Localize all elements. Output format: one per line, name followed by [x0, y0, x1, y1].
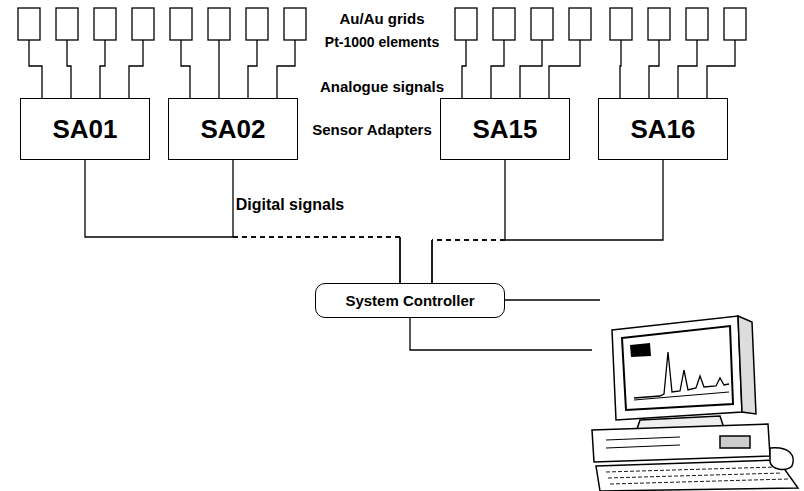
sensor-element	[724, 8, 746, 40]
analogue-wire	[248, 40, 257, 98]
analogue-wire	[100, 40, 105, 98]
sensor-element	[610, 8, 632, 40]
analogue-wire	[218, 40, 219, 98]
sensor-element	[648, 8, 670, 40]
sensor-label: Pt-1000 elements	[323, 34, 441, 50]
digital-line	[505, 160, 663, 240]
digital-line	[431, 240, 432, 283]
analogue-wire	[707, 40, 735, 98]
sensor-adapter-box: SA15	[440, 98, 570, 160]
sensor-element	[284, 8, 306, 40]
analogue-wire	[67, 40, 71, 98]
signal-label: Digital signals	[234, 196, 346, 214]
sensor-element	[686, 8, 708, 40]
sensor-element	[569, 8, 591, 40]
analogue-wire	[491, 40, 504, 98]
sensor-element	[132, 8, 154, 40]
controller-wire	[410, 318, 592, 350]
bus-connector	[233, 160, 400, 283]
analogue-wire	[549, 40, 580, 98]
analogue-wire	[277, 40, 295, 98]
sensor-adapter-box: SA01	[20, 98, 150, 160]
bus-connector	[85, 160, 400, 283]
sensor-element	[531, 8, 553, 40]
sensor-elements	[18, 8, 746, 98]
controller-wire	[505, 299, 600, 300]
digital-line	[233, 236, 400, 237]
digital-line	[432, 239, 505, 240]
sensor-element	[170, 8, 192, 40]
controller-box: System Controller	[315, 283, 505, 318]
analogue-wire	[520, 40, 542, 98]
analogue-wire	[29, 40, 42, 98]
sensor-element	[493, 8, 515, 40]
sensor-element	[455, 8, 477, 40]
analogue-wire	[678, 40, 697, 98]
sensor-element	[246, 8, 268, 40]
sensor-adapter-box: SA02	[168, 98, 298, 160]
node-text: SA01	[52, 114, 117, 145]
sensor-label: Au/Au grids	[338, 10, 427, 27]
digital-line	[233, 236, 400, 237]
bus-connector	[432, 160, 505, 283]
analogue-wire	[129, 40, 143, 98]
sensor-element	[56, 8, 78, 40]
node-text: SA15	[472, 114, 537, 145]
sensor-element	[208, 8, 230, 40]
digital-line	[432, 239, 505, 240]
node-text: SA02	[200, 114, 265, 145]
bus-connector	[432, 160, 663, 283]
node-text: System Controller	[345, 292, 474, 309]
sensor-element	[94, 8, 116, 40]
analogue-wire	[620, 40, 621, 98]
node-text: SA16	[630, 114, 695, 145]
sensor-element	[18, 8, 40, 40]
analogue-wire	[462, 40, 466, 98]
computer-icon	[592, 316, 798, 491]
digital-line	[504, 160, 505, 240]
digital-line	[399, 237, 400, 283]
section-label: Sensor Adapters	[310, 121, 433, 138]
digital-line	[431, 240, 432, 283]
sensor-adapter-box: SA16	[598, 98, 728, 160]
analogue-wire	[649, 40, 659, 98]
analogue-wire	[181, 40, 190, 98]
digital-line	[399, 237, 400, 283]
signal-label: Analogue signals	[318, 78, 446, 95]
digital-line	[85, 160, 233, 237]
